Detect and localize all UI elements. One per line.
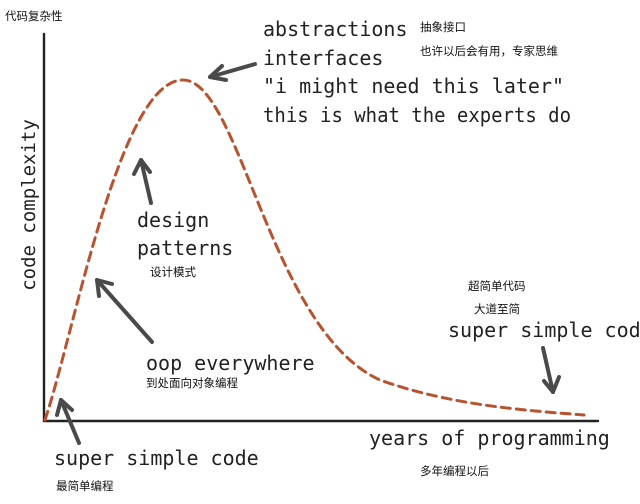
peak-note-experts: this is what the experts do	[263, 103, 571, 127]
design-patterns-line2: patterns	[137, 236, 233, 260]
end-simple-code-cn-2: 大道至简	[474, 302, 520, 316]
peak-note-cn-1: 抽象接口	[420, 20, 466, 34]
oop-everywhere-cn: 到处面向对象编程	[146, 376, 238, 390]
design-patterns-line1: design	[137, 208, 209, 232]
peak-note-interfaces: interfaces	[263, 46, 383, 70]
start-simple-code-label: super simple code	[54, 446, 259, 470]
peak-note-abstractions: abstractions	[263, 17, 408, 41]
arrow-to-curve-start	[55, 398, 81, 445]
arrow-to-curve-end	[541, 346, 561, 394]
x-axis-label: years of programming	[369, 426, 610, 450]
arrow-to-oop-section	[95, 278, 154, 344]
oop-everywhere-label: oop everywhere	[146, 351, 315, 375]
arrow-to-design-patterns	[132, 158, 153, 205]
top-left-note: 代码复杂性	[5, 9, 63, 23]
end-simple-code-label: super simple code	[448, 318, 640, 342]
end-simple-code-cn-1: 超简单代码	[468, 279, 526, 293]
y-axis-label: code complexity	[18, 119, 40, 291]
complexity-curve	[43, 78, 586, 422]
start-simple-code-cn: 最简单编程	[56, 479, 114, 493]
peak-note-cn-2: 也许以后会有用，专家思维	[420, 44, 558, 58]
arrow-to-peak	[208, 62, 257, 82]
peak-note-need-later: "i might need this later"	[263, 74, 564, 98]
x-axis-label-cn: 多年编程以后	[420, 464, 489, 478]
design-patterns-cn: 设计模式	[150, 265, 196, 279]
